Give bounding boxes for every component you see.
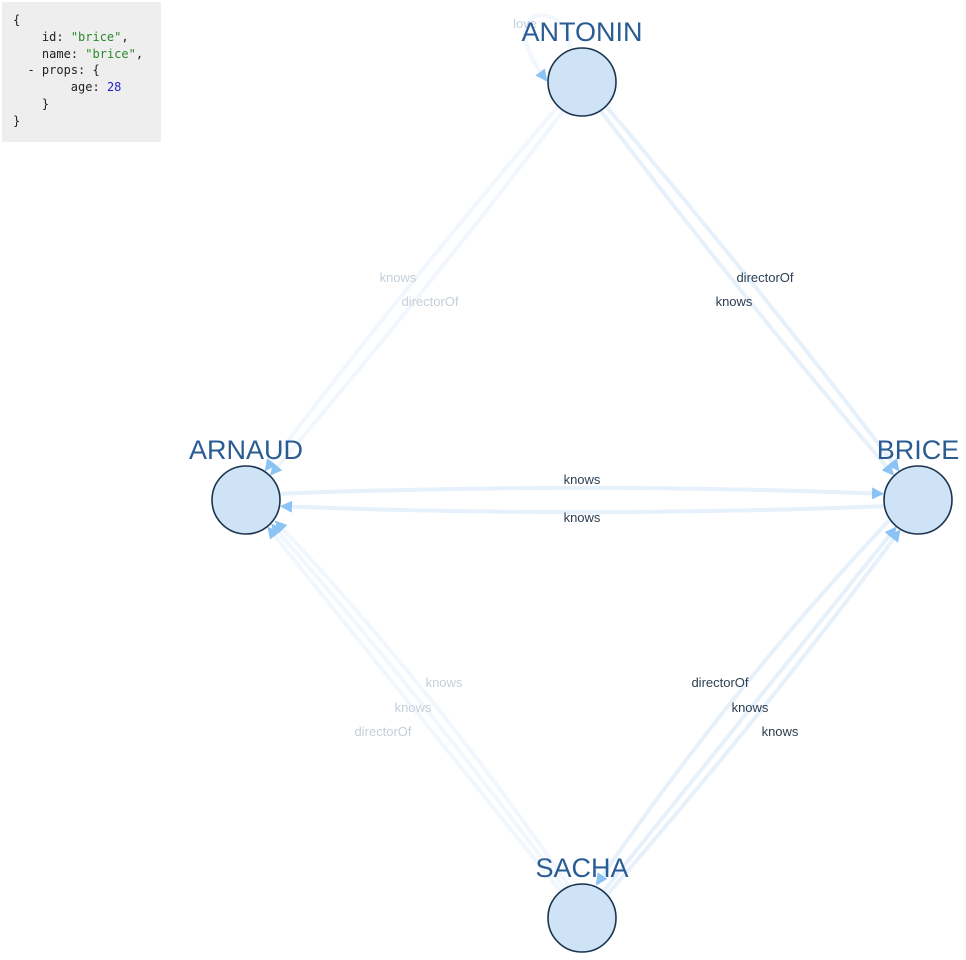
node-json-panel: { id: "brice", name: "brice", - props: {… bbox=[2, 2, 161, 142]
json-line: id: "brice", bbox=[41, 29, 129, 44]
json-props-close-brace: } bbox=[41, 96, 50, 111]
json-value-name: "brice" bbox=[85, 46, 136, 61]
edge-label: directorOf bbox=[736, 270, 793, 285]
edge-label: love bbox=[513, 16, 537, 31]
edge-label: directorOf bbox=[691, 675, 748, 690]
edge-sacha-brice-knows[interactable] bbox=[605, 529, 901, 896]
edge-sacha-arnaud-knows[interactable] bbox=[266, 526, 563, 893]
edge-brice-arnaud-knows[interactable] bbox=[280, 500, 885, 515]
edge-antonin-brice-knows[interactable] bbox=[604, 105, 900, 472]
json-line: name: "brice", bbox=[41, 46, 144, 61]
node-circle[interactable] bbox=[547, 47, 617, 117]
json-key-props: props bbox=[41, 63, 79, 78]
json-line: } bbox=[13, 96, 161, 113]
edge-antonin-arnaud-directorOf[interactable] bbox=[269, 109, 566, 476]
edge-label: knows bbox=[426, 675, 463, 690]
edge-antonin-arnaud-knows[interactable] bbox=[264, 105, 560, 472]
json-line: { bbox=[13, 12, 161, 29]
node-label: ARNAUD bbox=[189, 435, 303, 465]
edge-label: knows bbox=[762, 724, 799, 739]
json-key-name: name bbox=[41, 46, 71, 61]
json-close-brace: } bbox=[13, 113, 21, 128]
node-sacha[interactable]: SACHA bbox=[535, 853, 629, 953]
json-line: - props: { bbox=[27, 63, 100, 78]
edge-label: knows bbox=[380, 270, 417, 285]
json-collapse-toggle[interactable]: - bbox=[27, 63, 35, 78]
node-label: BRICE bbox=[877, 435, 960, 465]
node-circle[interactable] bbox=[211, 465, 281, 535]
node-label: ANTONIN bbox=[521, 17, 642, 47]
edge-sacha-arnaud-directorOf[interactable] bbox=[274, 520, 570, 887]
json-line: age: 28 bbox=[70, 80, 122, 95]
edge-label: directorOf bbox=[354, 724, 411, 739]
edge-label: knows bbox=[564, 510, 601, 525]
json-key-id: id bbox=[41, 29, 57, 44]
edge-sacha-brice-directorOf[interactable] bbox=[601, 526, 898, 893]
edge-antonin-brice-directorOf[interactable] bbox=[598, 109, 895, 476]
json-value-id: "brice" bbox=[70, 29, 122, 44]
json-props-open-brace: { bbox=[92, 63, 100, 78]
json-open-brace: { bbox=[13, 13, 21, 27]
edge-arnaud-brice-knows[interactable] bbox=[279, 485, 884, 500]
edge-sacha-arnaud-knows[interactable] bbox=[270, 523, 567, 890]
edge-label: knows bbox=[395, 700, 432, 715]
edge-brice-sacha-knows[interactable] bbox=[595, 518, 891, 886]
edge-labels-layer: love knows directorOf directorOf knows knows k… bbox=[354, 16, 798, 739]
node-antonin[interactable]: ANTONIN bbox=[521, 17, 643, 117]
node-brice[interactable]: BRICE bbox=[877, 435, 960, 535]
json-value-age: 28 bbox=[106, 80, 122, 95]
edge-antonin-antonin-love[interactable] bbox=[523, 13, 573, 82]
node-circle[interactable] bbox=[547, 883, 617, 953]
node-arnaud[interactable]: ARNAUD bbox=[189, 435, 303, 535]
nodes-layer: ANTONIN ARNAUD BRICE SACHA bbox=[189, 17, 960, 953]
edge-label: directorOf bbox=[401, 294, 458, 309]
edge-label: knows bbox=[564, 472, 601, 487]
node-label: SACHA bbox=[535, 853, 628, 883]
json-line: } bbox=[13, 113, 161, 130]
edge-label: knows bbox=[732, 700, 769, 715]
json-key-age: age bbox=[70, 80, 93, 95]
node-circle[interactable] bbox=[883, 465, 953, 535]
edge-label: knows bbox=[716, 294, 753, 309]
edges-layer bbox=[264, 13, 901, 896]
